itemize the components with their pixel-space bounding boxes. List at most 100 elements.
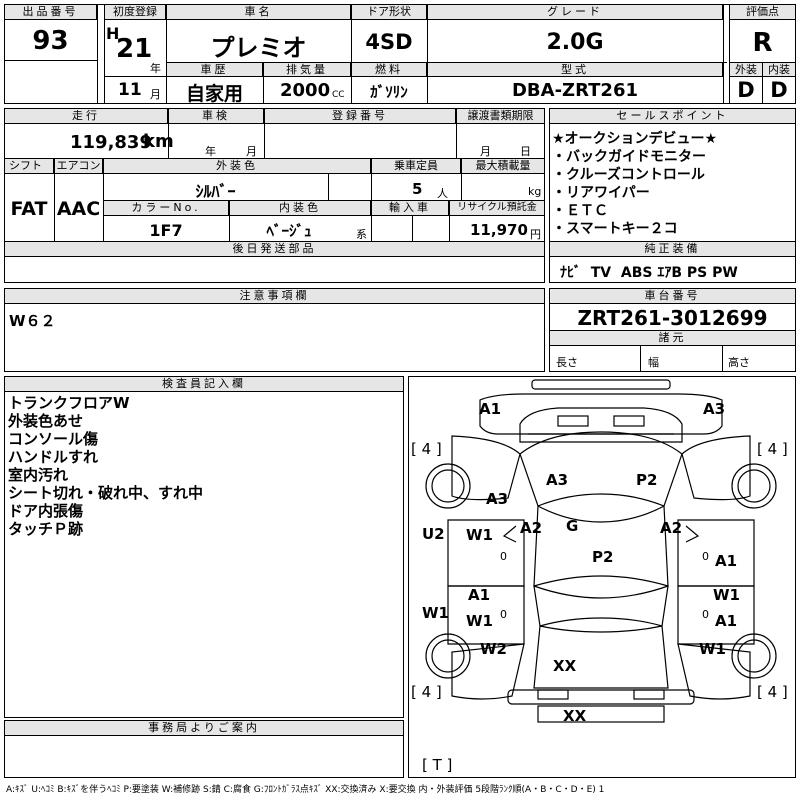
damage-mark: A1 [715, 552, 738, 570]
zero-mark: 0 [500, 608, 507, 621]
sales-point-list: ★オークションデビュー★ ・バックガイドモニター ・クルーズコントロール ・リア… [552, 130, 717, 238]
tire-rear-right: [ 4 ] [757, 683, 788, 701]
sales-item: ・クルーズコントロール [552, 167, 705, 183]
reg-no-label: 登録番号 [264, 108, 456, 124]
model-label: 型式 [427, 62, 723, 77]
damage-mark: U2 [422, 525, 445, 543]
note-line: シート切れ・破れ中、すれ中 [8, 484, 204, 502]
tire-front-right: [ 4 ] [757, 440, 788, 458]
exterior-grade: D [737, 78, 755, 102]
damage-mark: A2 [660, 519, 683, 537]
damage-mark: W1 [713, 586, 740, 604]
legend: A:ｷｽﾞ U:ﾍｺﾐ B:ｷｽﾞを伴うﾍｺﾐ P:要塗装 W:補修跡 S:錆 … [6, 785, 605, 795]
inspection-year-unit: 年 [205, 145, 216, 158]
mileage-unit: km [143, 131, 174, 152]
damage-mark: A1 [715, 612, 738, 630]
color-label: 外装色 [103, 158, 371, 174]
damage-mark: P2 [592, 548, 614, 566]
dims-title: 諸元 [549, 330, 796, 346]
interior-label: 内装 [762, 62, 796, 77]
damage-mark: A3 [546, 471, 569, 489]
damage-mark: A3 [486, 490, 509, 508]
note-line: ハンドルすれ [8, 448, 99, 466]
damage-mark: A1 [468, 586, 491, 604]
damage-mark: A3 [703, 400, 726, 418]
chassis-number: ZRT261-3012699 [577, 306, 768, 330]
month-unit: 月 [150, 88, 161, 101]
transfer-label: 譲渡書類期限 [456, 108, 545, 124]
damage-mark: W1 [699, 640, 726, 658]
fuel: ｶﾞｿﾘﾝ [370, 83, 408, 101]
color: ｼﾙﾊﾞｰ [195, 182, 236, 201]
year-unit: 年 [150, 62, 161, 75]
sales-item: ・バックガイドモニター [552, 149, 706, 165]
caution-title: 注意事項欄 [4, 288, 545, 304]
note-line: コンソール傷 [8, 430, 99, 448]
inspector-title: 検査員記入欄 [4, 376, 404, 392]
dims-length: 長さ [556, 356, 578, 369]
damage-mark: P2 [636, 471, 658, 489]
sales-item: ★オークションデビュー★ [552, 131, 718, 147]
inspector-notes: トランクフロアW 外装色あせ コンソール傷 ハンドルすれ 室内汚れ シート切れ・… [8, 394, 203, 538]
interior-grade: D [770, 78, 788, 102]
damage-mark: A2 [520, 519, 543, 537]
exterior-label: 外装 [729, 62, 763, 77]
capacity: 5 [412, 180, 423, 198]
color-no-label: カラーNo. [103, 200, 229, 216]
load-label: 最大積載量 [461, 158, 545, 174]
door-label: ドア形状 [351, 4, 427, 20]
shift: FAT [10, 198, 48, 220]
damage-mark: G [566, 517, 579, 535]
reg-month: 11 [118, 80, 142, 100]
import-label: 輸入車 [371, 200, 449, 216]
equipment-title: 純正装備 [549, 241, 796, 257]
lot-number: 93 [32, 26, 69, 56]
score: R [752, 28, 773, 58]
damage-mark: XX [563, 707, 587, 725]
note-line: トランクフロアW [8, 394, 130, 412]
fuel-label: 燃料 [351, 62, 427, 77]
zero-mark: 0 [702, 608, 709, 621]
note-line: 室内汚れ [8, 466, 69, 484]
era: H [106, 24, 120, 43]
transfer-day-unit: 日 [520, 145, 531, 158]
door-type: 4SD [365, 30, 413, 54]
inspection-label: 車検 [168, 108, 264, 124]
ac: AAC [56, 198, 101, 220]
damage-mark: W2 [480, 640, 507, 658]
trunk-tag: [ T ] [422, 756, 453, 774]
history-label: 車歴 [166, 62, 263, 77]
car-diagram [425, 379, 777, 723]
zero-mark: 0 [702, 550, 709, 563]
damage-mark: W1 [422, 604, 449, 622]
car-diagram-block [408, 376, 796, 778]
note-line: 外装色あせ [8, 412, 84, 430]
capacity-unit: 人 [437, 187, 448, 200]
damage-mark: W1 [466, 612, 493, 630]
dims-width: 幅 [648, 356, 659, 369]
shift-label: シフト [4, 158, 54, 174]
displacement: 2000 [280, 80, 331, 101]
equipment-items: ﾅﾋﾞ TV ABS ｴｱB PS PW [560, 265, 738, 281]
dims-height: 高さ [728, 356, 750, 369]
mileage: 119,839 [70, 132, 152, 153]
transfer-month-unit: 月 [480, 145, 491, 158]
sales-item: ・ＥＴＣ [552, 203, 608, 219]
damage-mark: W1 [466, 526, 493, 544]
caution-text: W６２ [9, 312, 56, 330]
score-label: 評価点 [729, 4, 796, 20]
int-color-suffix: 系 [356, 228, 367, 241]
displacement-label: 排気量 [263, 62, 351, 77]
reg-year: 21 [116, 34, 153, 64]
damage-mark: XX [553, 657, 577, 675]
first-reg-label: 初度登録 [104, 4, 166, 20]
mileage-label: 走行 [4, 108, 168, 124]
note-line: ドア内張傷 [8, 502, 84, 520]
grade-label: グレード [427, 4, 723, 20]
zero-mark: 0 [500, 550, 507, 563]
recycle: 11,970 [470, 221, 528, 239]
capacity-label: 乗車定員 [371, 158, 461, 174]
later-parts-label: 後日発送部品 [4, 241, 545, 257]
load-unit: kg [528, 185, 542, 198]
inspection-month-unit: 月 [246, 145, 257, 158]
